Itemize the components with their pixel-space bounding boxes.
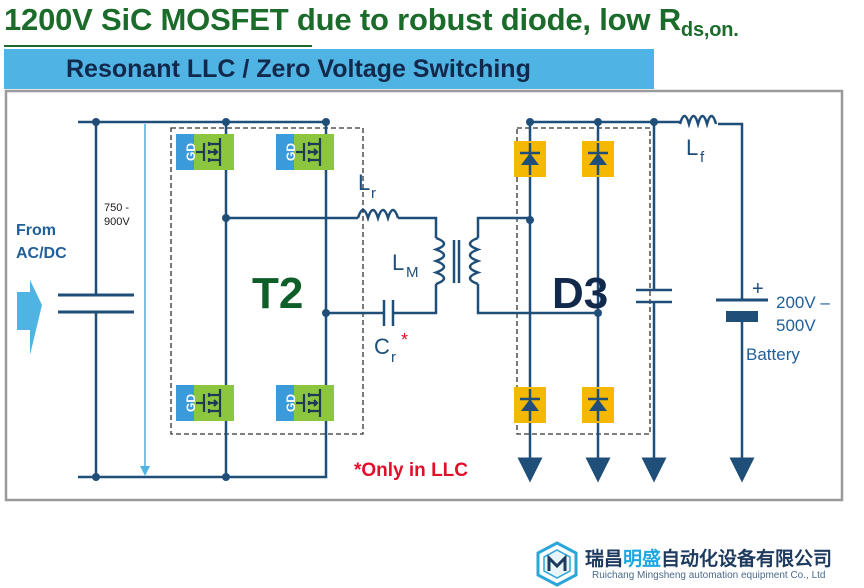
battery-voltage-line2: 500V: [776, 316, 816, 335]
lm-label-sub: M: [406, 264, 419, 281]
primary-bridge-block: [170, 127, 364, 435]
input-label-line1: From: [16, 222, 56, 239]
diode-bottom-left-icon: [512, 385, 548, 425]
bus-voltage-line2: 900V: [104, 216, 130, 228]
input-label-line2: AC/DC: [16, 245, 67, 262]
dc-link-capacitor: [58, 293, 134, 314]
transformer-icon: [432, 236, 482, 286]
title-main: 1200V SiC MOSFET due to robust diode, lo…: [4, 2, 681, 37]
resonant-capacitor-icon: [380, 300, 398, 326]
lm-label-main: L: [392, 250, 404, 275]
rectifier-block: [516, 127, 651, 435]
lr-label-sub: r: [371, 185, 376, 202]
gd-label-2: GD: [284, 143, 298, 161]
lf-label-sub: f: [700, 149, 705, 166]
lr-label-main: L: [358, 170, 370, 195]
bus-voltage-arrowhead: [140, 466, 150, 476]
cr-label-asterisk: *: [401, 330, 408, 350]
company-name-cn: 瑞昌明盛自动化设备有限公司: [585, 544, 832, 571]
bus-voltage-line1: 750 -: [104, 202, 129, 214]
battery-label: Battery: [746, 345, 800, 364]
company-logo-icon: [536, 541, 578, 587]
subtitle-text: Resonant LLC / Zero Voltage Switching: [66, 55, 531, 83]
secondary-block-label: D3: [552, 269, 608, 318]
battery-plus-label: +: [752, 278, 764, 300]
company-name-cn-part1: 瑞昌: [585, 548, 624, 570]
gd-label-1: GD: [184, 143, 198, 161]
diode-bottom-right-icon: [580, 385, 616, 425]
title-underline: [4, 45, 312, 47]
lf-label-main: L: [686, 135, 698, 160]
circuit-wires: [78, 120, 744, 479]
subtitle-bar: Resonant LLC / Zero Voltage Switching: [4, 49, 654, 89]
junction-dots: [92, 118, 658, 481]
output-capacitor-icon: [636, 288, 672, 304]
company-name-en: Ruichang Mingsheng automation equipment …: [592, 570, 826, 581]
cr-label-sub: r: [391, 349, 396, 366]
resonant-inductor-icon: [356, 208, 400, 223]
title-subscript: ds,on.: [680, 19, 739, 41]
primary-block-label: T2: [252, 269, 303, 318]
input-arrow-icon: [17, 280, 42, 355]
gd-label-3: GD: [184, 394, 198, 412]
diagram-frame: [4, 89, 844, 502]
battery-icon: [716, 298, 768, 322]
diode-top-right-icon: [580, 139, 616, 179]
llc-note: *Only in LLC: [354, 460, 468, 481]
battery-voltage-line1: 200V –: [776, 293, 830, 312]
diode-top-left-icon: [512, 139, 548, 179]
company-name-cn-highlight: 明盛: [623, 548, 662, 570]
company-name-cn-part2: 自动化设备有限公司: [661, 548, 833, 570]
cr-label-main: C: [374, 334, 390, 359]
filter-inductor-icon: [678, 114, 718, 129]
ground-arrows: [517, 457, 755, 483]
gd-label-4: GD: [284, 394, 298, 412]
page-title: 1200V SiC MOSFET due to robust diode, lo…: [4, 2, 739, 42]
